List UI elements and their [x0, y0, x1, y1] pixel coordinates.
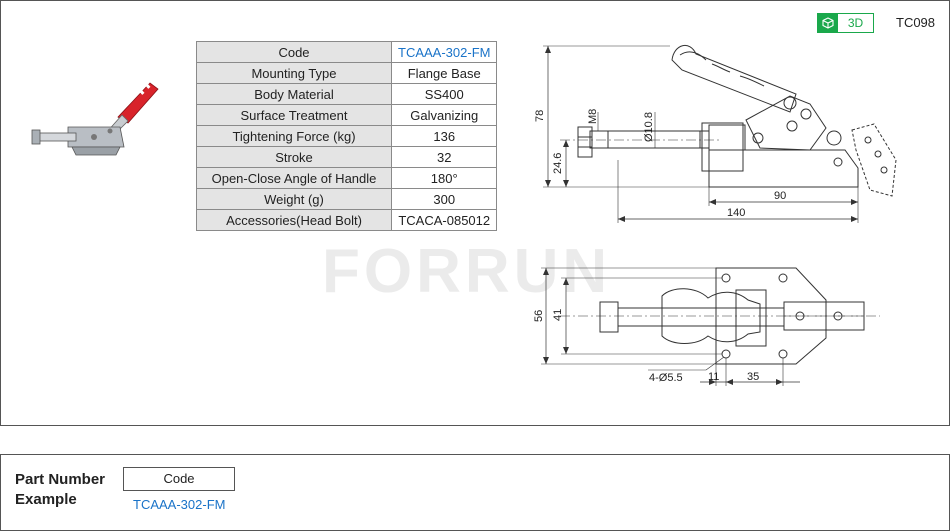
dim-base-height: 24.6 [552, 153, 564, 174]
dim-thread: M8 [587, 109, 599, 124]
code-header-cell: Code [123, 467, 235, 491]
dim-rod-diameter: Ø10.8 [643, 112, 655, 142]
dim-hole-spacing: 35 [747, 371, 759, 383]
cube-icon [818, 14, 838, 32]
3d-label: 3D [847, 16, 864, 30]
model-id: TC098 [896, 15, 936, 30]
dim-width-outer: 56 [533, 310, 545, 322]
spec-key: Body Material [196, 83, 392, 105]
dim-height-total: 78 [534, 110, 546, 122]
dim-offset: 11 [708, 371, 719, 383]
dim-holes: 4-Ø5.5 [649, 372, 683, 384]
code-example-value: TCAAA-302-FM [133, 497, 226, 512]
spec-key: Tightening Force (kg) [196, 125, 392, 147]
spec-key: Stroke [196, 146, 392, 168]
dim-base-length: 90 [774, 190, 786, 202]
spec-value: TCACA-085012 [390, 209, 498, 231]
part-number-example-title: Part Number Example [15, 470, 105, 510]
spec-row: Accessories(Head Bolt)TCACA-085012 [196, 209, 498, 231]
spec-key: Code [196, 41, 392, 63]
spec-key: Accessories(Head Bolt) [196, 209, 392, 231]
brand-watermark: FORRUN [322, 237, 612, 306]
spec-value: SS400 [390, 83, 498, 105]
dim-width-inner: 41 [552, 309, 564, 321]
spec-value: 180° [390, 167, 498, 189]
3d-model-button[interactable]: 3D [817, 13, 874, 33]
spec-value: Galvanizing [390, 104, 498, 126]
spec-row: Tightening Force (kg)136 [196, 125, 498, 147]
part-number-title-line1: Part Number [15, 471, 106, 488]
spec-value: Flange Base [390, 62, 498, 84]
dim-overall-length: 140 [727, 207, 745, 219]
technical-drawing: 78 24.6 M8 Ø10.8 90 140 56 41 4-Ø5.5 11 … [533, 45, 897, 386]
part-number-example-panel [0, 454, 950, 531]
spec-value: 32 [390, 146, 498, 168]
spec-code-value: TCAAA-302-FM [390, 41, 498, 63]
part-number-title-line2: Example [15, 491, 77, 508]
spec-key: Weight (g) [196, 188, 392, 210]
product-photo [31, 82, 159, 156]
spec-value: 136 [390, 125, 498, 147]
spec-key: Open-Close Angle of Handle [196, 167, 392, 189]
